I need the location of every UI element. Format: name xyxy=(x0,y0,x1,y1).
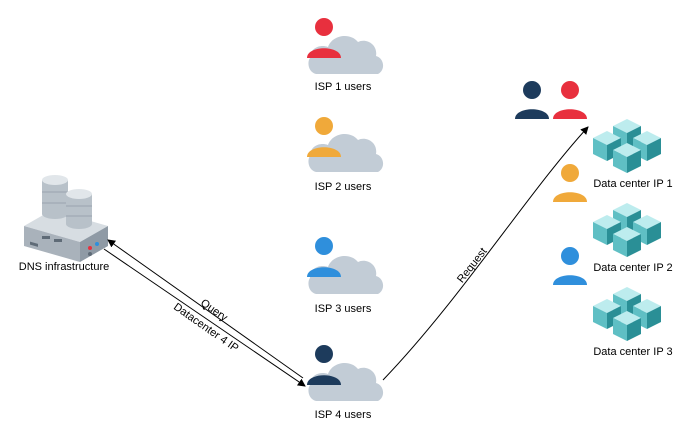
dns-label: DNS infrastructure xyxy=(18,261,110,273)
isp1-icon xyxy=(307,18,384,74)
isp4-icon xyxy=(307,345,384,401)
isp3-icon xyxy=(307,237,384,294)
dc2-user-icon xyxy=(553,247,587,285)
isp2-label: ISP 2 users xyxy=(314,181,372,193)
datacenter4ip-arrow xyxy=(103,248,306,387)
isp3-label: ISP 3 users xyxy=(314,303,372,315)
dc1-user-icon xyxy=(553,164,587,202)
isp4-label: ISP 4 users xyxy=(314,409,372,421)
dc2-cubes-icon xyxy=(593,203,661,257)
isp2-icon xyxy=(307,117,384,172)
request-arrow xyxy=(382,126,589,381)
dc2-label: Data center IP 2 xyxy=(593,262,673,274)
dc3-label: Data center IP 3 xyxy=(593,346,673,358)
dc1-label: Data center IP 1 xyxy=(593,178,673,190)
dns-server-icon xyxy=(24,175,108,262)
isp1-label: ISP 1 users xyxy=(314,81,372,93)
query-arrow xyxy=(107,239,304,379)
dc-users-icon xyxy=(515,81,587,119)
dc1-cubes-icon xyxy=(593,119,661,173)
dc3-cubes-icon xyxy=(593,287,661,341)
